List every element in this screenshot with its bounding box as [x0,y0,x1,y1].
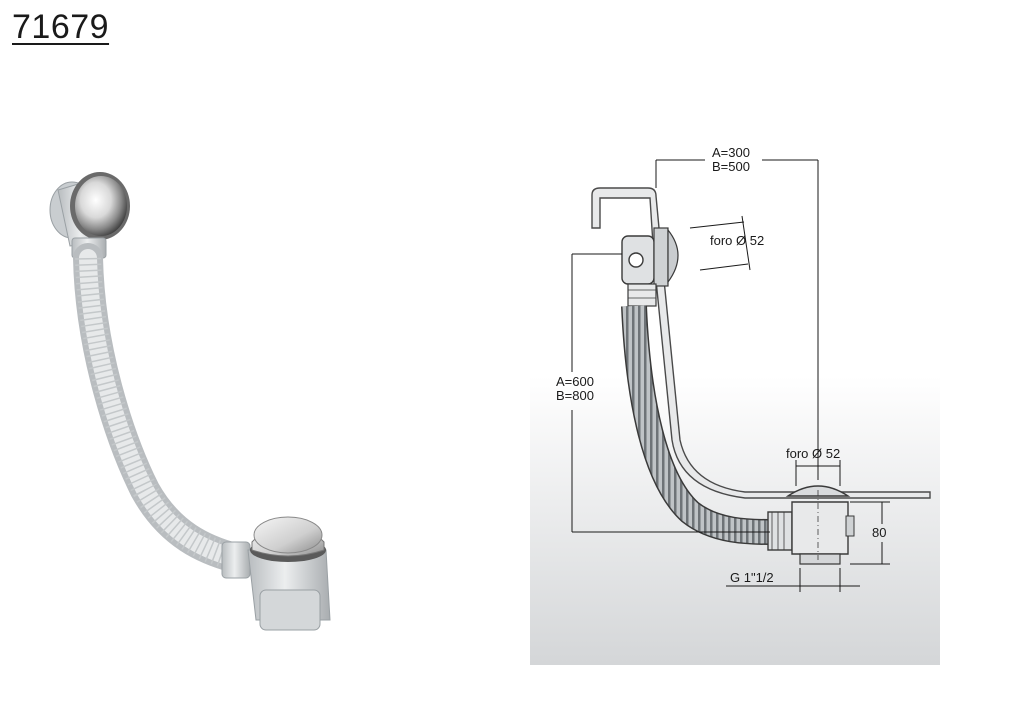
corrugated-hose [73,243,250,573]
dim-horizontal-a: A=300 [712,145,750,160]
bathtub-wall [591,187,931,499]
product-photo [49,172,331,631]
dim-vertical-a: A=600 [556,374,594,389]
corrugated-hose [622,305,771,544]
dim-height: 80 [872,525,886,540]
dim-thread: G 1"1/2 [730,570,774,585]
drain-fitting [221,516,331,631]
dim-horizontal-b: B=500 [712,159,750,174]
dimension-lines [571,159,890,592]
dim-overflow-hole: foro Ø 52 [710,233,764,248]
technical-drawing: A=300 B=500 foro Ø 52 A=600 B=800 foro Ø… [530,140,940,665]
drain-assembly [767,485,855,565]
dim-vertical-b: B=800 [556,388,594,403]
product-code: 71679 [12,8,110,46]
overflow-assembly [621,227,679,307]
dim-drain-hole: foro Ø 52 [786,446,840,461]
